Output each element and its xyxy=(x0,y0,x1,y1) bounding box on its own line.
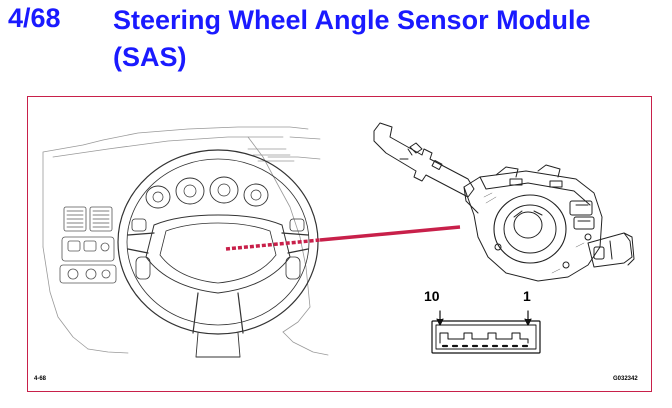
sas-module-illustration xyxy=(373,122,635,282)
figure-number: 4-68 xyxy=(34,376,47,382)
steering-wheel xyxy=(117,149,319,358)
illustration xyxy=(42,122,635,358)
illustration-frame: 10 1 4-68 G032342 xyxy=(27,96,652,392)
page-title: Steering Wheel Angle Sensor Module (SAS) xyxy=(113,5,591,72)
connector-pin-1-label: 1 xyxy=(523,288,531,304)
indicator-line xyxy=(225,225,461,251)
connector-diagram xyxy=(431,310,541,354)
connector-pin-10-label: 10 xyxy=(424,288,440,304)
dashboard-illustration xyxy=(42,126,329,356)
center-console xyxy=(59,206,117,284)
reference-code: G032342 xyxy=(613,376,638,382)
page-number: 4/68 xyxy=(8,3,61,33)
